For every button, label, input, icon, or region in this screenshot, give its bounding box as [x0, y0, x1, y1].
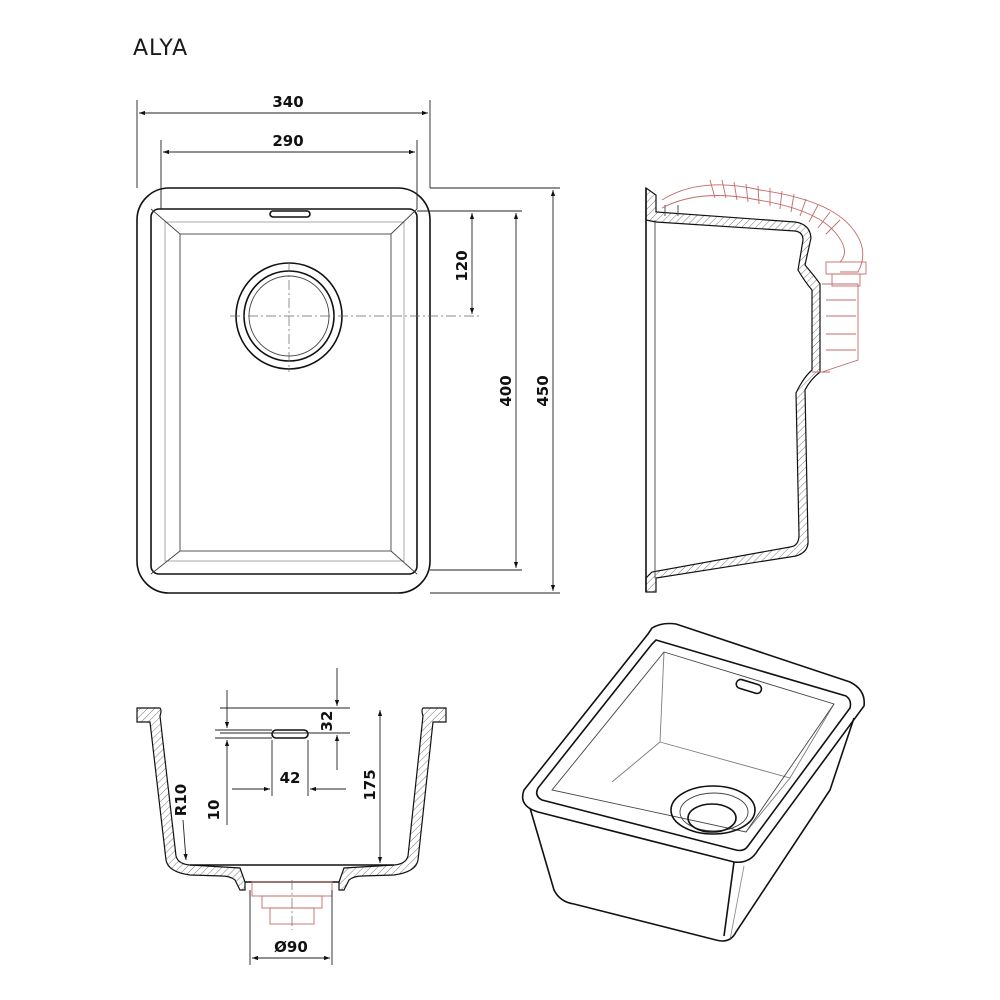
dimension-label-rim-height: 32	[318, 711, 336, 732]
dimension-bowl-depth: 175	[361, 710, 383, 863]
dimension-drain-offset: 120	[417, 210, 480, 314]
dimension-slot-height: 10	[205, 690, 272, 825]
iso-rim-outer	[521, 622, 866, 864]
iso-body-sides	[529, 717, 855, 942]
iso-overflow-slot	[735, 678, 763, 695]
dimension-corner-radius: R10	[172, 784, 190, 861]
dimension-label-drain-offset: 120	[453, 250, 471, 281]
dimension-slot-width: 42	[232, 740, 346, 796]
dimension-label-bowl-depth: 175	[361, 769, 379, 800]
dimension-label-outer-length: 450	[534, 375, 552, 406]
dimension-label-inner-length: 400	[497, 375, 515, 406]
dimension-inner-length: 400	[430, 210, 522, 571]
dimension-inner-width: 290	[160, 132, 418, 209]
dimension-outer-length: 450	[430, 187, 560, 594]
dimension-outer-width: 340	[136, 93, 431, 188]
front-right-wall-section	[338, 707, 447, 891]
dimension-label-drain-diameter: Ø90	[274, 938, 308, 956]
top-view	[136, 187, 480, 594]
dimension-label-corner-radius: R10	[172, 784, 190, 816]
front-left-wall-section	[136, 707, 246, 891]
bowl-outline	[150, 208, 418, 575]
isometric-view	[521, 622, 866, 942]
overflow-slot	[269, 210, 311, 218]
dimension-label-outer-width: 340	[272, 93, 303, 111]
overflow-hose-plumbing	[661, 179, 867, 373]
front-overflow-slot	[271, 729, 309, 739]
outer-rim-outline	[136, 187, 431, 594]
iso-drain-outer	[670, 785, 756, 835]
dimension-rim-height: 32	[220, 668, 350, 770]
drain-fitting-plumbing	[251, 880, 333, 930]
side-section-view	[645, 179, 867, 593]
product-title: ALYA	[133, 36, 189, 61]
dimension-drain-diameter: Ø90	[249, 890, 333, 965]
dimension-label-slot-width: 42	[280, 769, 301, 787]
dimension-label-inner-width: 290	[272, 132, 303, 150]
iso-rim-inner	[535, 639, 852, 852]
front-section-view	[136, 707, 447, 930]
side-wall-section	[645, 186, 821, 593]
iso-drain-inner	[687, 803, 737, 833]
dimension-label-slot-height: 10	[205, 800, 223, 821]
bowl-floor-outline	[179, 233, 392, 552]
